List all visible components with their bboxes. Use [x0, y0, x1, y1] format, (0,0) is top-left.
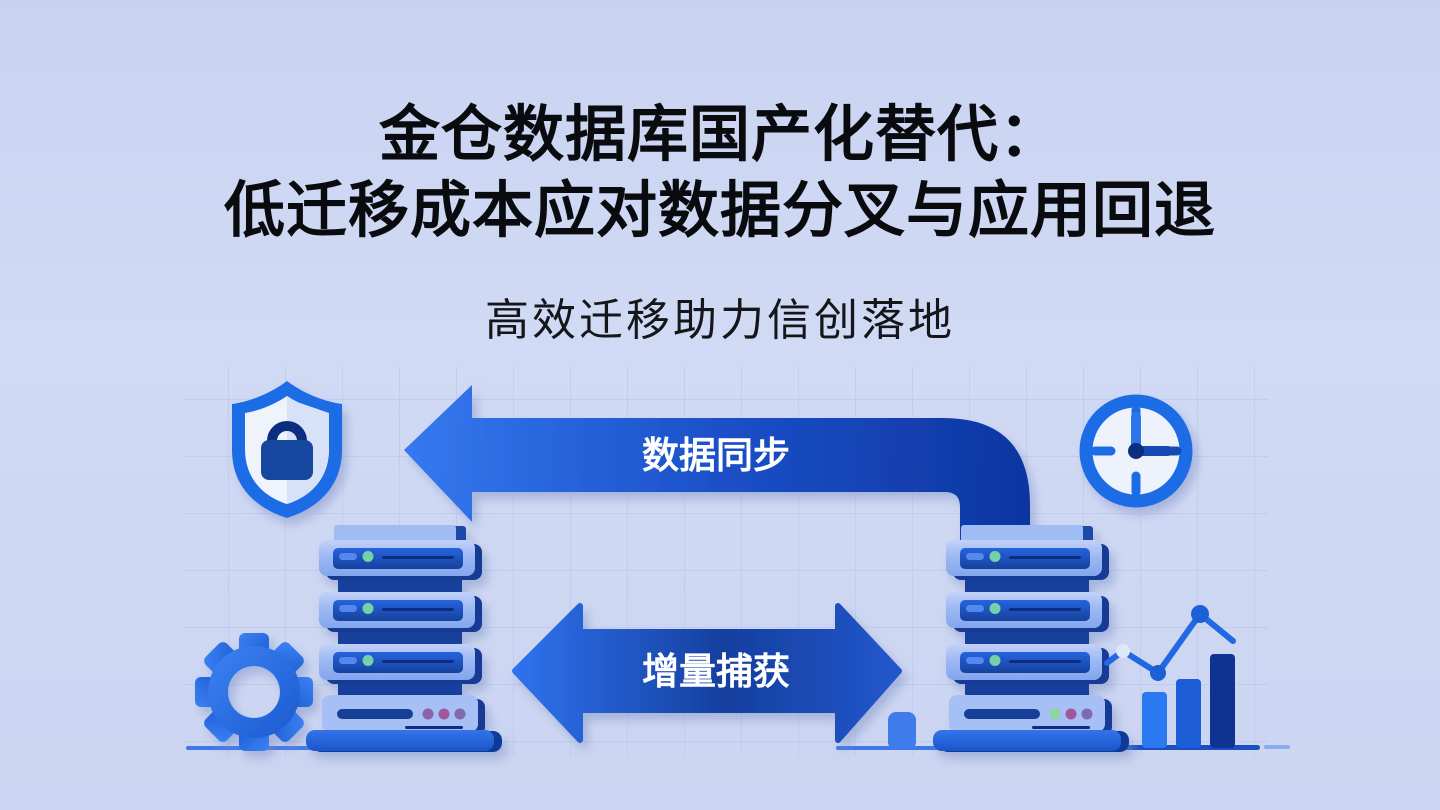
data-sync-arrow-label: 数据同步 [642, 435, 790, 476]
data-sync-arrow: 数据同步 [404, 385, 1030, 552]
gear-icon [195, 633, 313, 751]
shield-lock-icon [232, 381, 342, 518]
incremental-capture-arrow-label: 增量捕获 [642, 651, 790, 692]
incremental-capture-arrow: 增量捕获 [512, 603, 902, 743]
title-line-2: 低迁移成本应对数据分叉与应用回退 [223, 175, 1216, 244]
bar-chart-icon [1104, 605, 1236, 748]
database-server-right [933, 525, 1129, 752]
small-bar-shape [888, 712, 916, 750]
title-line-1: 金仓数据库国产化替代： [378, 100, 1061, 168]
page-subtitle: 高效迁移助力信创落地 [485, 296, 955, 345]
clock-icon [1079, 394, 1193, 508]
page-title: 金仓数据库国产化替代： 低迁移成本应对数据分叉与应用回退 [0, 97, 1440, 248]
